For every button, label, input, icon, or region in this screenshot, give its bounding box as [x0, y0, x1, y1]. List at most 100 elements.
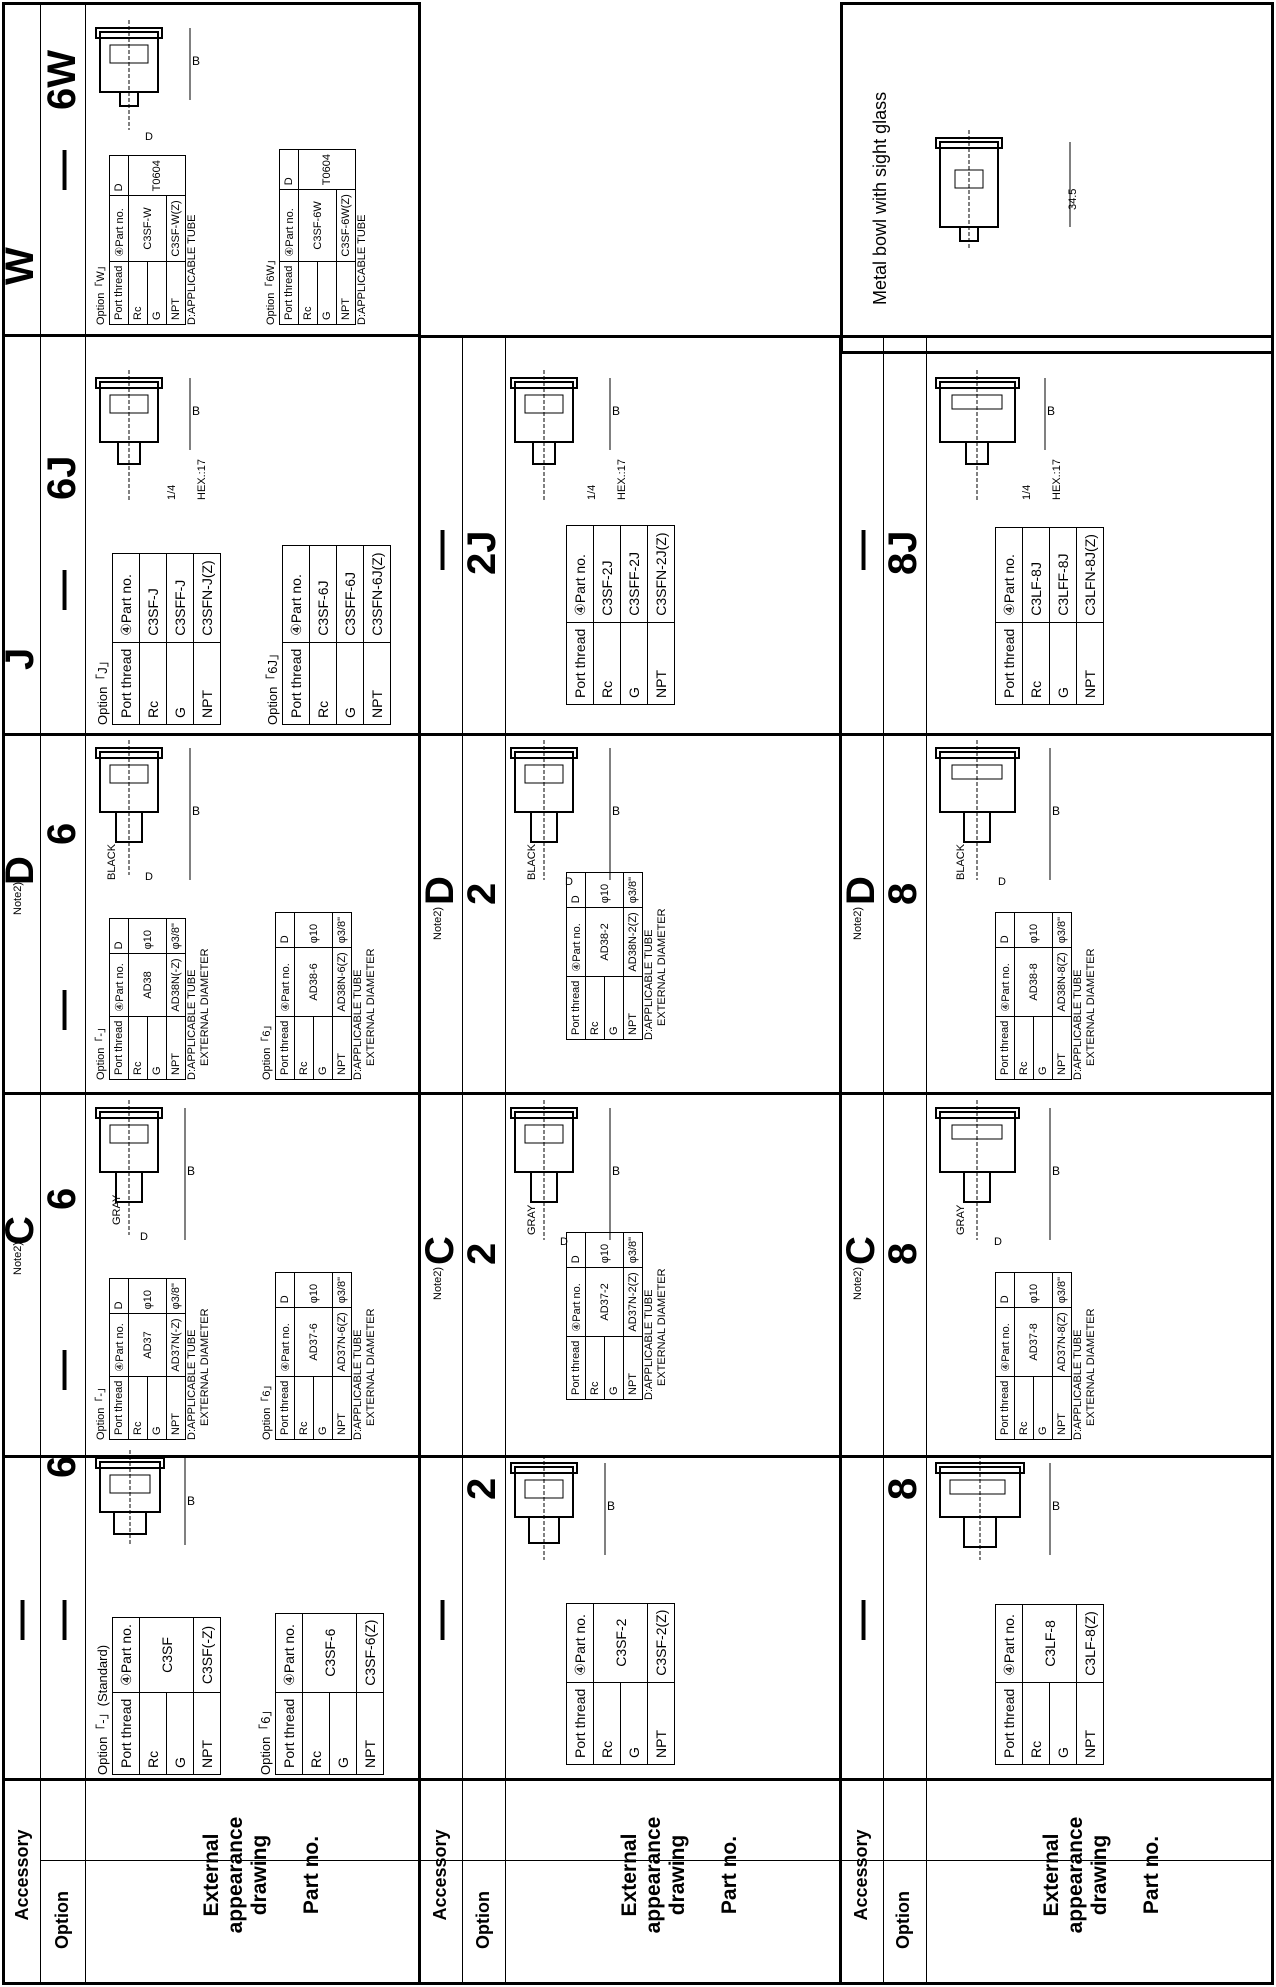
note-label: Note2)	[432, 1266, 444, 1300]
note-label: Note2)	[12, 881, 24, 915]
accessory-value: —	[0, 1600, 42, 1640]
svg-text:B: B	[1052, 1499, 1060, 1513]
svg-text:B: B	[192, 804, 200, 818]
part-no-label: Part no.	[1140, 1835, 1163, 1915]
filter-drawing: B GRAY D	[935, 1100, 1060, 1248]
divider	[883, 335, 884, 1985]
accessory-value: C	[839, 1236, 883, 1265]
accessory-value: —	[839, 530, 883, 570]
svg-text:34.5: 34.5	[1067, 189, 1079, 210]
svg-text:B: B	[1052, 1164, 1060, 1178]
drawing-label: External appearance drawing	[1040, 1816, 1111, 1934]
option-value: 8	[881, 1477, 925, 1500]
svg-text:D: D	[145, 131, 153, 143]
accessory-value: D	[418, 876, 462, 905]
part-no-label: Part no.	[300, 1835, 323, 1915]
option-value: 6	[40, 1187, 84, 1210]
option-value: —	[40, 570, 84, 610]
accessory-value: C	[0, 1216, 42, 1245]
divider	[505, 335, 506, 1985]
accessory-value: J	[0, 647, 42, 670]
divider	[926, 335, 927, 1985]
svg-text:1/4: 1/4	[166, 485, 178, 500]
drawing-label: External appearance drawing	[618, 1816, 689, 1934]
option-label: Option	[473, 1891, 493, 1949]
option-value: 6W	[40, 50, 84, 110]
divider	[2, 1778, 1274, 1781]
divider	[40, 2, 41, 1985]
svg-text:D: D	[998, 876, 1006, 888]
group3-frame	[839, 335, 1274, 1985]
svg-text:D: D	[140, 1231, 148, 1243]
option-value: —	[40, 1350, 84, 1390]
drawing-label: External appearance drawing	[200, 1816, 271, 1934]
option-value: —	[40, 150, 84, 190]
svg-text:B: B	[1052, 804, 1060, 818]
filter-drawing: B GRAY D	[95, 1100, 195, 1243]
filter-drawing: B BLACK D	[510, 740, 620, 888]
option-value: 8	[881, 1242, 925, 1265]
accessory-label: Accessory	[430, 1829, 450, 1921]
note-label: Note2)	[852, 1266, 864, 1300]
accessory-value: —	[839, 1600, 883, 1640]
filter-drawing: B D	[95, 20, 200, 143]
svg-text:B: B	[612, 804, 620, 818]
option-value: 2	[460, 1242, 504, 1265]
divider	[40, 1860, 1274, 1861]
filter-drawing: B GRAY D	[510, 1100, 620, 1248]
svg-text:GRAY: GRAY	[955, 1204, 967, 1235]
option-label: Option	[893, 1891, 913, 1949]
svg-text:B: B	[607, 1499, 615, 1513]
option-value: 2J	[460, 530, 504, 576]
note-label: Note2)	[12, 1241, 24, 1275]
metal-bowl-label: Metal bowl with sight glass	[870, 91, 890, 305]
svg-text:BLACK: BLACK	[526, 843, 538, 880]
option-value: 2	[460, 882, 504, 905]
divider	[462, 335, 463, 1985]
svg-text:GRAY: GRAY	[526, 1204, 538, 1235]
svg-text:B: B	[187, 1164, 195, 1178]
divider	[2, 1455, 1274, 1458]
part-no-label: Part no.	[718, 1835, 741, 1915]
svg-text:B: B	[187, 1494, 195, 1508]
accessory-value: D	[0, 856, 42, 885]
metal-bowl-drawing: 34.5	[935, 130, 1079, 250]
divider	[85, 2, 86, 1985]
accessory-label: Accessory	[12, 1829, 32, 1921]
svg-text:B: B	[192, 54, 200, 68]
svg-text:HEX.:17: HEX.:17	[616, 459, 628, 500]
filter-drawing: B	[510, 1455, 615, 1560]
filter-drawing: B	[95, 1450, 195, 1545]
svg-text:D: D	[560, 1236, 568, 1248]
filter-drawing: B BLACK D	[95, 740, 200, 883]
svg-text:BLACK: BLACK	[106, 843, 118, 880]
option-value: —	[40, 1600, 84, 1640]
filter-drawing: B 1/4 HEX.:17	[95, 370, 208, 500]
accessory-value: D	[839, 876, 883, 905]
accessory-value: —	[418, 530, 462, 570]
divider	[2, 733, 1274, 736]
metal-bowl-frame	[840, 2, 1274, 354]
accessory-value: C	[418, 1236, 462, 1265]
svg-text:1/4: 1/4	[1021, 485, 1033, 500]
option-value: 6J	[40, 455, 84, 501]
option-value: 8	[881, 882, 925, 905]
svg-text:GRAY: GRAY	[111, 1194, 123, 1225]
accessory-label: Accessory	[851, 1829, 871, 1921]
svg-text:B: B	[612, 404, 620, 418]
svg-text:B: B	[612, 1164, 620, 1178]
